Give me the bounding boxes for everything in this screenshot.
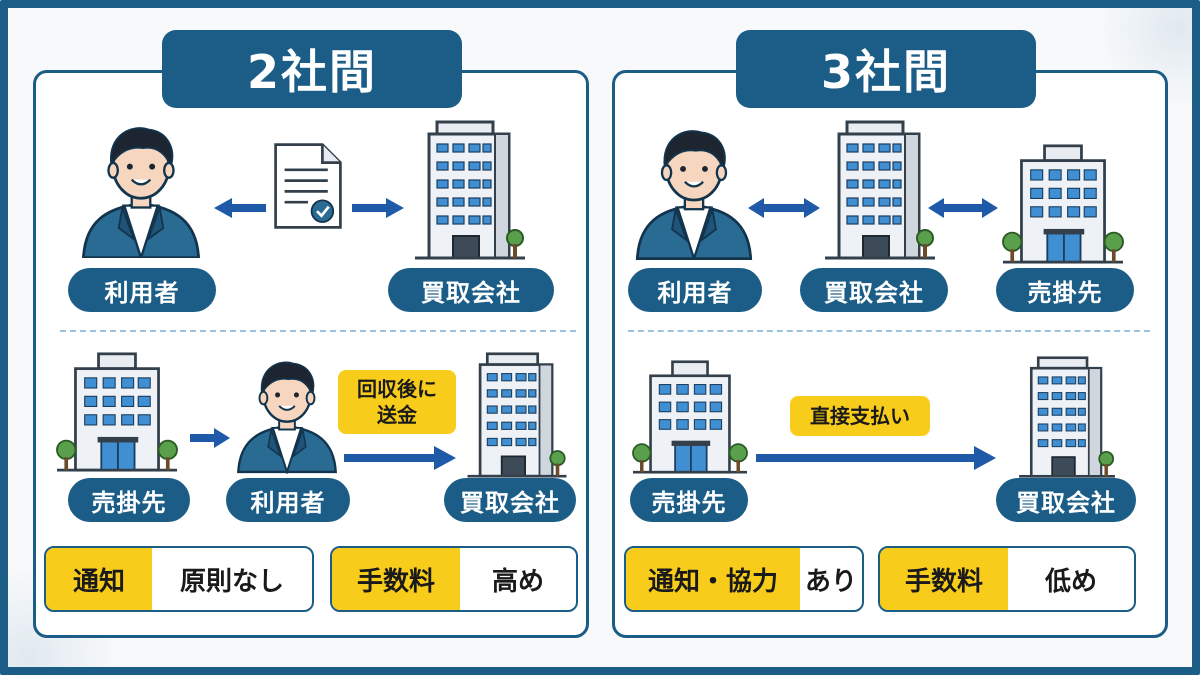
two-way-arrow-icon	[748, 198, 820, 218]
badge-value: あり	[804, 566, 857, 597]
label-buyer: 買取会社	[800, 268, 948, 312]
building-icon	[413, 120, 527, 260]
person-icon	[635, 129, 753, 260]
badge-key: 通知	[46, 548, 152, 610]
label-debtor: 売掛先	[68, 478, 190, 522]
title-two-party: 2社間	[162, 30, 462, 108]
badge-key: 通知・協力	[626, 548, 800, 610]
label-buyer: 買取会社	[996, 478, 1136, 522]
badge-value: 高め	[491, 566, 544, 597]
note-remit-after-collection: 回収後に 送金	[338, 370, 456, 434]
arrow-right-icon	[756, 446, 996, 470]
label-user: 利用者	[68, 268, 216, 312]
label-debtor: 売掛先	[996, 268, 1134, 312]
badge-key: 手数料	[332, 548, 460, 610]
document-check-icon	[274, 143, 342, 229]
two-way-arrow-icon	[928, 198, 998, 218]
badge-notice: 通知 原則なし	[44, 546, 314, 612]
label-buyer: 買取会社	[444, 478, 576, 522]
arrow-right-icon	[190, 428, 230, 448]
label-buyer: 買取会社	[388, 268, 554, 312]
divider	[628, 330, 1150, 332]
badge-fee: 手数料 低め	[878, 546, 1136, 612]
badge-notice-cooperation: 通知・協力 あり	[624, 546, 864, 612]
label-debtor: 売掛先	[630, 478, 748, 522]
building-icon	[55, 352, 179, 472]
label-user: 利用者	[226, 478, 350, 522]
person-icon	[82, 126, 200, 258]
badge-key: 手数料	[880, 548, 1008, 610]
building-icon	[631, 360, 749, 474]
two-way-arrow-icon	[214, 198, 404, 218]
person-icon	[237, 361, 337, 474]
badge-value: 原則なし	[179, 566, 284, 597]
building-icon	[1017, 356, 1117, 478]
badge-fee: 手数料 高め	[330, 546, 578, 612]
divider	[60, 330, 576, 332]
label-user: 利用者	[628, 268, 762, 312]
title-three-party: 3社間	[736, 30, 1036, 108]
badge-value: 低め	[1044, 566, 1097, 597]
building-icon	[466, 352, 568, 478]
note-direct-payment: 直接支払い	[790, 396, 930, 436]
building-icon	[1001, 144, 1125, 264]
arrow-right-icon	[344, 446, 456, 470]
building-icon	[823, 120, 937, 260]
